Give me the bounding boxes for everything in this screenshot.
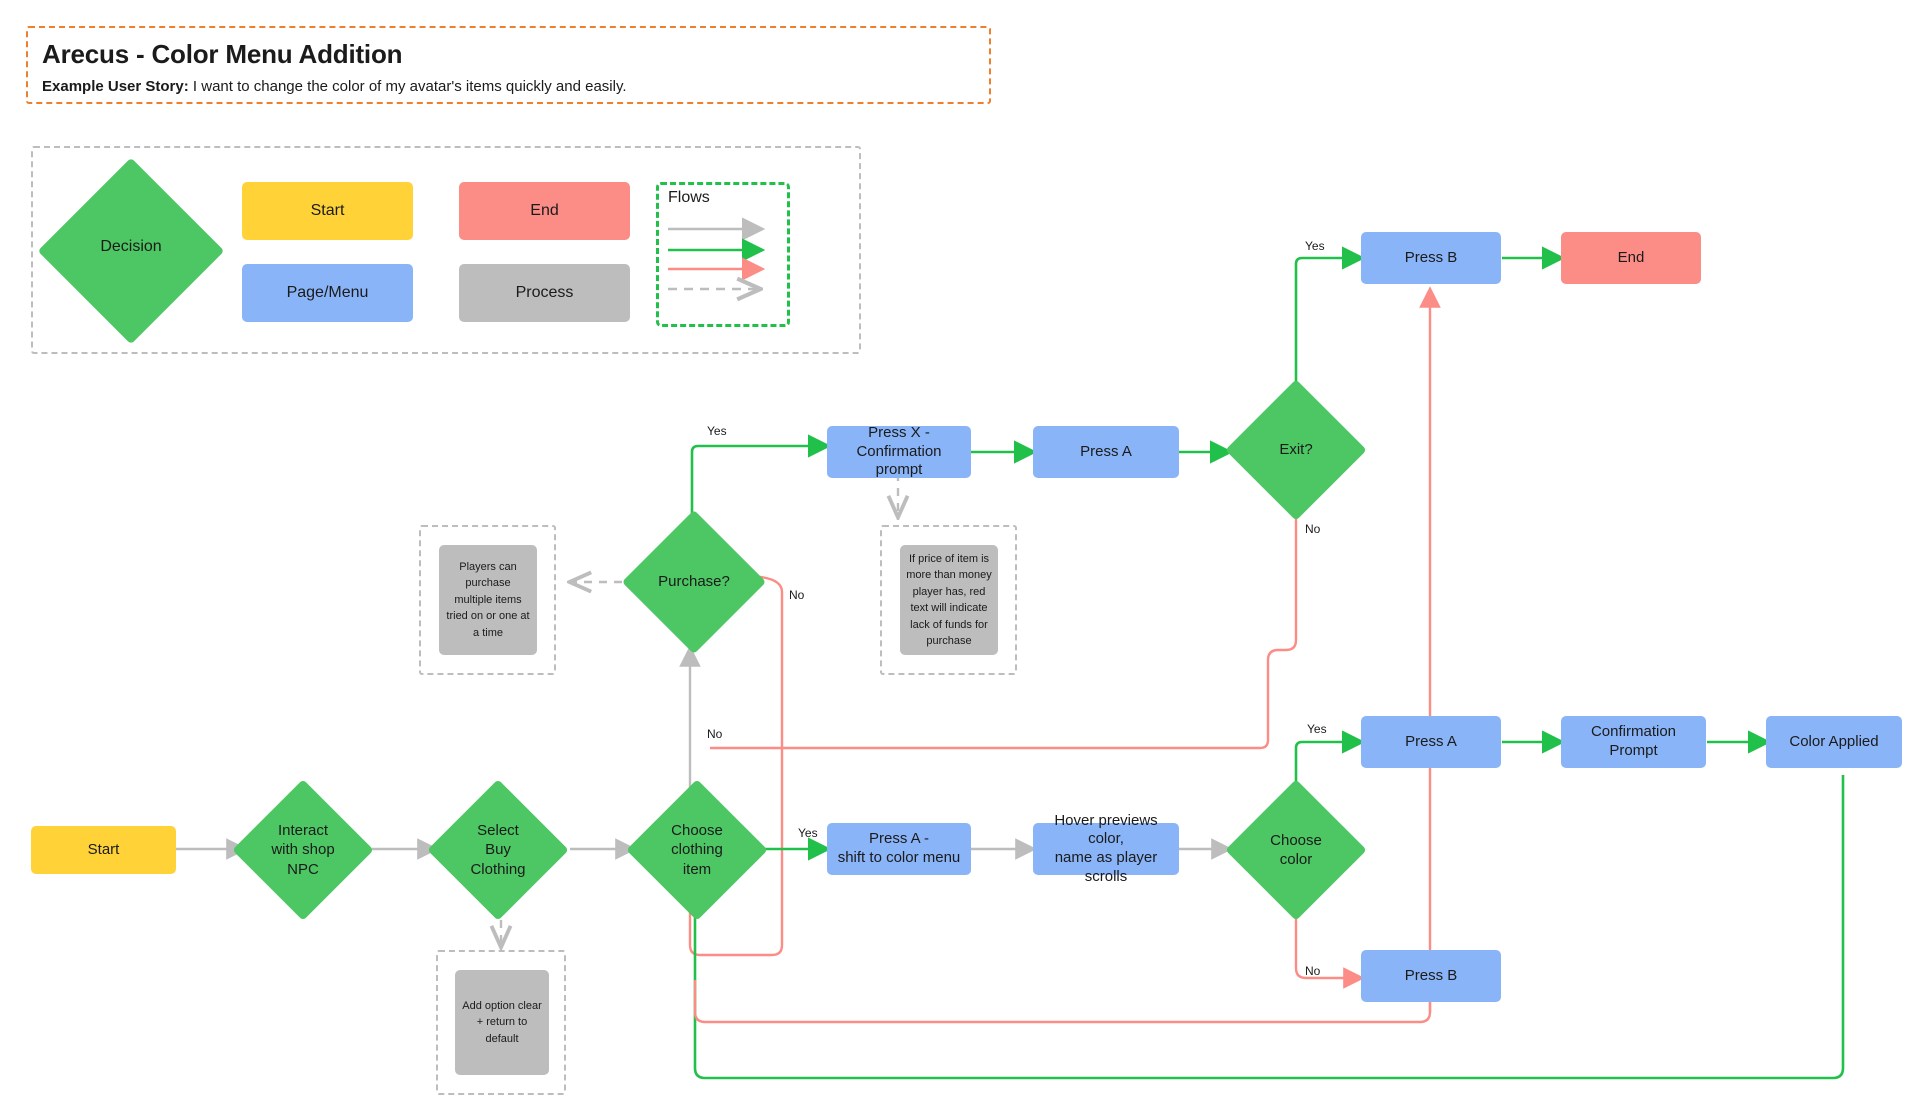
edge-label-choose-item-no: No (707, 727, 723, 741)
user-story-label: Example User Story: (42, 77, 189, 95)
edge-label-exit-no: No (1305, 522, 1321, 536)
node-purchase-decision[interactable]: Purchase? (621, 509, 767, 655)
node-choose-clothing-item-label: Choose clothing item (671, 821, 723, 878)
title-card: Arecus - Color Menu Addition Example Use… (26, 26, 991, 104)
page-title: Arecus - Color Menu Addition (42, 39, 403, 69)
edge-label-exit-yes: Yes (1305, 239, 1325, 253)
node-choose-color[interactable]: Choose color (1225, 779, 1367, 921)
user-story-text: I want to change the color of my avatar'… (188, 77, 627, 95)
legend-flows-title: Flows (668, 189, 710, 206)
note-price-warning: If price of item is more than money play… (900, 545, 998, 655)
note-multiple-items: Players can purchase multiple items trie… (439, 545, 537, 655)
node-press-b-bottom[interactable]: Press B (1361, 950, 1501, 1002)
node-hover-previews-color[interactable]: Hover previews color, name as player scr… (1033, 812, 1179, 885)
node-interact-npc[interactable]: Interact with shop NPC (232, 779, 374, 921)
node-confirmation-prompt[interactable]: Confirmation Prompt (1561, 716, 1706, 768)
edge-label-choose-color-yes: Yes (1307, 722, 1327, 736)
node-purchase-label: Purchase? (658, 573, 730, 591)
legend-start-shape: Start (242, 182, 413, 240)
legend-container (31, 146, 861, 354)
node-press-a-shift-to-color-menu[interactable]: Press A - shift to color menu (827, 823, 971, 875)
node-choose-clothing-item[interactable]: Choose clothing item (626, 779, 768, 921)
node-press-x-confirmation-prompt[interactable]: Press X - Confirmation prompt (827, 424, 971, 478)
note-frame-multiple-items (419, 525, 556, 675)
edge-label-purchase-no: No (789, 588, 805, 602)
node-interact-npc-label: Interact with shop NPC (271, 821, 335, 878)
node-press-a-right[interactable]: Press A (1361, 716, 1501, 768)
note-frame-clear-default (436, 950, 566, 1095)
edge-label-choose-item-yes: Yes (798, 826, 818, 840)
legend-flows-box (656, 182, 790, 327)
node-exit-label: Exit? (1279, 441, 1313, 459)
node-choose-color-label: Choose color (1270, 831, 1322, 869)
legend-page-menu-shape: Page/Menu (242, 264, 413, 322)
user-story: Example User Story: I want to change the… (42, 78, 975, 96)
node-press-b-top[interactable]: Press B (1361, 232, 1501, 284)
legend-process-shape: Process (459, 264, 630, 322)
edge-label-choose-color-no: No (1305, 964, 1321, 978)
edge-label-purchase-yes: Yes (707, 424, 727, 438)
legend-decision-label: Decision (100, 238, 162, 255)
node-select-buy-clothing[interactable]: Select Buy Clothing (427, 779, 569, 921)
node-color-applied[interactable]: Color Applied (1766, 716, 1902, 768)
note-clear-default: Add option clear + return to default (455, 970, 549, 1075)
node-end-top[interactable]: End (1561, 232, 1701, 284)
node-start[interactable]: Start (31, 826, 176, 874)
node-exit-decision[interactable]: Exit? (1225, 379, 1367, 521)
node-select-buy-clothing-label: Select Buy Clothing (470, 821, 526, 878)
legend-end-shape: End (459, 182, 630, 240)
node-press-a-top[interactable]: Press A (1033, 426, 1179, 478)
